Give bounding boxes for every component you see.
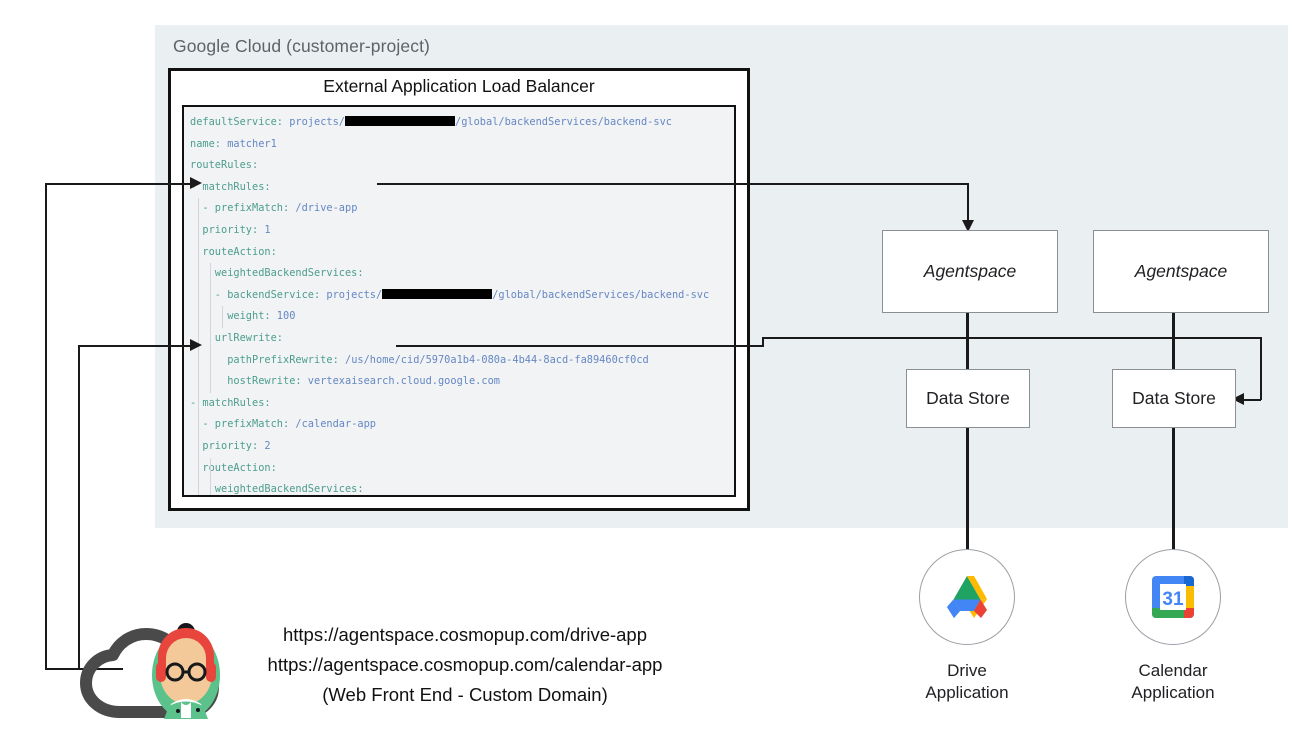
indent-guide [222, 306, 223, 328]
arrow-into-agentspace-left [962, 220, 974, 232]
code-line: pathPrefixRewrite: /us/home/cid/5970a1b4… [190, 353, 649, 366]
load-balancer-title: External Application Load Balancer [323, 76, 595, 96]
indent-guide [198, 198, 199, 393]
arrow-calendar-request [190, 339, 202, 351]
connector-drive-route-down [967, 183, 969, 224]
connector-calendar-route-in [1243, 399, 1261, 401]
connector-calendar-request-in [78, 345, 195, 347]
code-line: routeRules: [190, 159, 259, 172]
drive-application-circle[interactable] [919, 549, 1015, 645]
calendar-caption-line1: Calendar [1138, 661, 1208, 680]
code-line: - prefixMatch: /drive-app [190, 202, 358, 215]
link-agentspace-right-to-datastore [1172, 311, 1176, 371]
calendar-day-number: 31 [1162, 589, 1184, 610]
connector-frontend-vertical-outer [45, 183, 47, 670]
google-cloud-panel-label: Google Cloud (customer-project) [173, 36, 430, 56]
code-line: name: matcher1 [190, 137, 277, 150]
frontend-url-block: https://agentspace.cosmopup.com/drive-ap… [235, 620, 695, 710]
connector-calendar-route-out [396, 345, 763, 347]
calendar-application-caption: Calendar Application [1083, 660, 1263, 704]
code-line: - matchRules: [190, 396, 271, 409]
drive-caption-line1: Drive [947, 661, 987, 680]
indent-guide [198, 392, 199, 495]
connector-calendar-route-down [1260, 337, 1262, 400]
code-line: priority: 2 [190, 439, 271, 452]
url-drive-app: https://agentspace.cosmopup.com/drive-ap… [282, 624, 648, 645]
datastore-right-box[interactable]: Data Store [1112, 369, 1236, 428]
connector-drive-route-out [377, 183, 969, 185]
cloud-user-illustration [80, 623, 220, 719]
code-line: urlRewrite: [190, 331, 283, 344]
code-line: weightedBackendServices: [190, 483, 364, 496]
indent-guide [210, 457, 211, 495]
url-calendar-app: https://agentspace.cosmopup.com/calendar… [267, 654, 663, 675]
code-line: routeAction: [190, 245, 277, 258]
connector-calendar-route-step [762, 337, 764, 347]
google-drive-icon [947, 576, 987, 618]
drive-application-caption: Drive Application [877, 660, 1057, 704]
indent-guide [210, 263, 211, 393]
drive-caption-line2: Application [925, 683, 1009, 702]
code-line: - backendService: projects//global/backe… [190, 288, 710, 301]
calendar-application-circle[interactable]: 31 [1125, 549, 1221, 645]
code-line: defaultService: projects//global/backend… [190, 116, 672, 128]
code-line: - matchRules: [190, 180, 271, 193]
frontend-subtitle: (Web Front End - Custom Domain) [322, 684, 608, 705]
code-line: priority: 1 [190, 223, 271, 236]
link-datastore-left-to-drive-app [966, 426, 970, 552]
code-line: weightedBackendServices: [190, 267, 364, 280]
arrow-drive-request [190, 177, 202, 189]
connector-drive-request-in [45, 183, 195, 185]
code-line: routeAction: [190, 461, 277, 474]
connector-calendar-route-top [762, 337, 1262, 339]
google-calendar-icon: 31 [1152, 576, 1194, 618]
connector-frontend-vertical-inner [78, 345, 80, 670]
datastore-left-box[interactable]: Data Store [906, 369, 1030, 428]
link-agentspace-left-to-datastore [966, 311, 970, 371]
link-datastore-right-to-calendar-app [1172, 426, 1176, 552]
agentspace-left-box[interactable]: Agentspace [882, 230, 1058, 313]
code-line: hostRewrite: vertexaisearch.cloud.google… [190, 375, 500, 388]
user-avatar-icon [152, 623, 220, 719]
url-map-yaml-code-block: defaultService: projects//global/backend… [182, 105, 736, 497]
calendar-caption-line2: Application [1131, 683, 1215, 702]
code-line: - prefixMatch: /calendar-app [190, 418, 376, 431]
agentspace-right-box[interactable]: Agentspace [1093, 230, 1269, 313]
code-line: weight: 100 [190, 310, 296, 323]
